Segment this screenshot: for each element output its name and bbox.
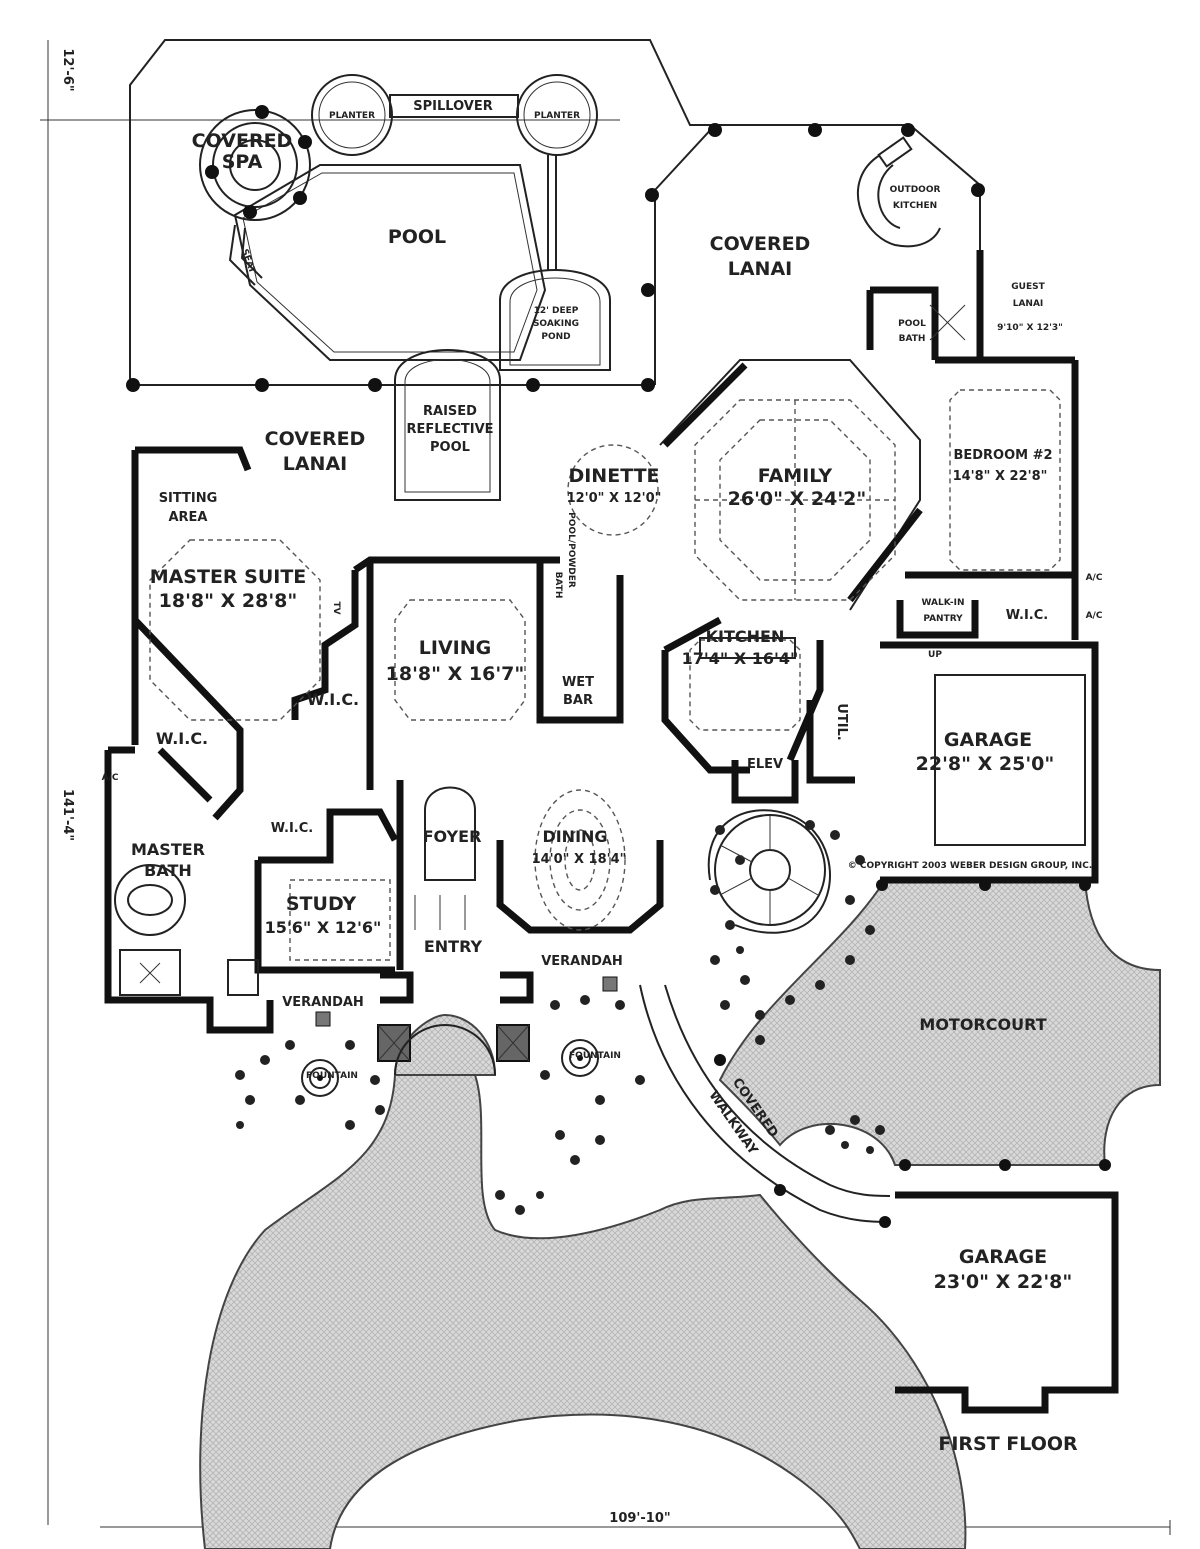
wet-bar-label-1: WET	[562, 675, 594, 690]
ceiling-details	[149, 389, 1086, 961]
dimension-left-top: 12'-6"	[60, 48, 75, 91]
spiral-stair	[707, 809, 831, 934]
wic-master-label: W.I.C.	[156, 729, 208, 748]
verandah-study-label: VERANDAH	[282, 995, 364, 1010]
wic-living-label: W.I.C.	[307, 690, 359, 709]
kitchen-label: KITCHEN	[706, 627, 785, 646]
house-walls	[104, 250, 1119, 1414]
pool-label: POOL	[388, 226, 446, 248]
sitting-area-label-1: SITTING	[159, 491, 218, 506]
covered-lanai-left-label-2: LANAI	[283, 453, 348, 475]
bedroom2-size: 14'8" X 22'8"	[953, 469, 1048, 484]
paved-drive	[199, 879, 1161, 1549]
guest-lanai-label-2: LANAI	[1013, 299, 1044, 309]
landscaping	[235, 820, 885, 1215]
dinette-size: 12'0" X 12'0"	[567, 491, 662, 506]
pool-bath-label-2: BATH	[899, 334, 926, 344]
covered-walkway	[639, 984, 891, 1228]
fountain-left-label: FOUNTAIN	[306, 1071, 358, 1081]
family-label: FAMILY	[758, 465, 833, 487]
entry-pillars	[315, 976, 618, 1076]
outdoor-kitchen-label-1: OUTDOOR	[890, 185, 941, 195]
guest-lanai-label-1: GUEST	[1011, 282, 1045, 292]
wic-study-label: W.I.C.	[271, 821, 313, 836]
util-label: UTIL.	[834, 703, 849, 740]
covered-lanai-left-label-1: COVERED	[265, 428, 366, 450]
fountain-right-label: FOUNTAIN	[569, 1051, 621, 1061]
dining-label: DINING	[542, 827, 607, 846]
lanai-columns	[126, 123, 985, 392]
ac-label-2: A/C	[1086, 611, 1103, 621]
master-suite-label: MASTER SUITE	[150, 566, 307, 588]
garage2-label: GARAGE	[959, 1246, 1047, 1268]
entry-label: ENTRY	[424, 937, 483, 956]
covered-spa-label-2: SPA	[222, 151, 263, 173]
outdoor-kitchen	[856, 136, 941, 248]
dining-size: 14'0" X 18'4"	[532, 852, 627, 867]
ac-label-3: A/C	[102, 773, 119, 783]
family-size: 26'0" X 24'2"	[728, 488, 867, 510]
living-label: LIVING	[419, 637, 491, 659]
tv-label: TV	[331, 601, 341, 614]
elev-label: ELEV	[747, 757, 783, 772]
outdoor-kitchen-label-2: KITCHEN	[893, 201, 937, 211]
ac-label-1: A/C	[1086, 573, 1103, 583]
fountain-right	[561, 1039, 599, 1077]
bedroom2-label: BEDROOM #2	[953, 448, 1052, 463]
raised-pool-label-2: REFLECTIVE	[406, 422, 493, 437]
spillover-label: SPILLOVER	[413, 99, 493, 114]
garage1-label: GARAGE	[944, 729, 1032, 751]
garage2-size: 23'0" X 22'8"	[934, 1271, 1073, 1293]
wic-bedroom-label: W.I.C.	[1006, 608, 1048, 623]
foyer-label: FOYER	[423, 827, 482, 846]
pool-powder-bath-label-1: POOL/POWDER	[566, 512, 576, 588]
dinette-label: DINETTE	[568, 465, 659, 487]
dimension-left-main: 141'-4"	[60, 789, 75, 841]
garage1-size: 22'8" X 25'0"	[916, 753, 1055, 775]
covered-spa-label-1: COVERED	[192, 130, 293, 152]
copyright-label: © COPYRIGHT 2003 WEBER DESIGN GROUP, INC…	[848, 861, 1092, 871]
soaking-pond-label-2: SOAKING	[533, 319, 579, 329]
raised-pool-label-1: RAISED	[423, 404, 477, 419]
master-bath-label-1: MASTER	[131, 840, 205, 859]
verandah-front-label: VERANDAH	[541, 954, 623, 969]
covered-lanai-top-label-1: COVERED	[710, 233, 811, 255]
covered-lanai-top-label-2: LANAI	[728, 258, 793, 280]
dimension-bottom: 109'-10"	[609, 1511, 670, 1526]
raised-pool-label-3: POOL	[430, 440, 470, 455]
sitting-area-label-2: AREA	[168, 510, 207, 525]
up-label: UP	[928, 650, 942, 660]
kitchen-size: 17'4" X 16'4"	[682, 649, 799, 668]
soaking-pond-label-3: POND	[541, 332, 570, 342]
master-bath-fixtures	[114, 304, 966, 996]
motorcourt-label: MOTORCOURT	[919, 1015, 1046, 1034]
living-size: 18'8" X 16'7"	[386, 663, 525, 685]
master-suite-size: 18'8" X 28'8"	[159, 590, 298, 612]
study-size: 15'6" X 12'6"	[265, 918, 382, 937]
wet-bar-label-2: BAR	[563, 693, 593, 708]
walkin-pantry-label-2: PANTRY	[923, 614, 963, 624]
master-bath-label-2: BATH	[144, 861, 192, 880]
pool-area	[199, 74, 611, 501]
walkin-pantry-label-1: WALK-IN	[921, 598, 964, 608]
study-label: STUDY	[286, 893, 356, 915]
lot-outline	[129, 39, 981, 386]
guest-lanai-size: 9'10" X 12'3"	[997, 323, 1063, 333]
planter-right-label: PLANTER	[534, 111, 580, 121]
pool-powder-bath-label-2: BATH	[553, 572, 563, 599]
planter-left-label: PLANTER	[329, 111, 375, 121]
garage-columns	[876, 879, 1111, 1171]
soaking-pond-label-1: 12' DEEP	[534, 306, 579, 316]
fountain-left	[301, 1059, 339, 1097]
pool-bath-label-1: POOL	[898, 319, 926, 329]
first-floor-label: FIRST FLOOR	[938, 1433, 1078, 1455]
